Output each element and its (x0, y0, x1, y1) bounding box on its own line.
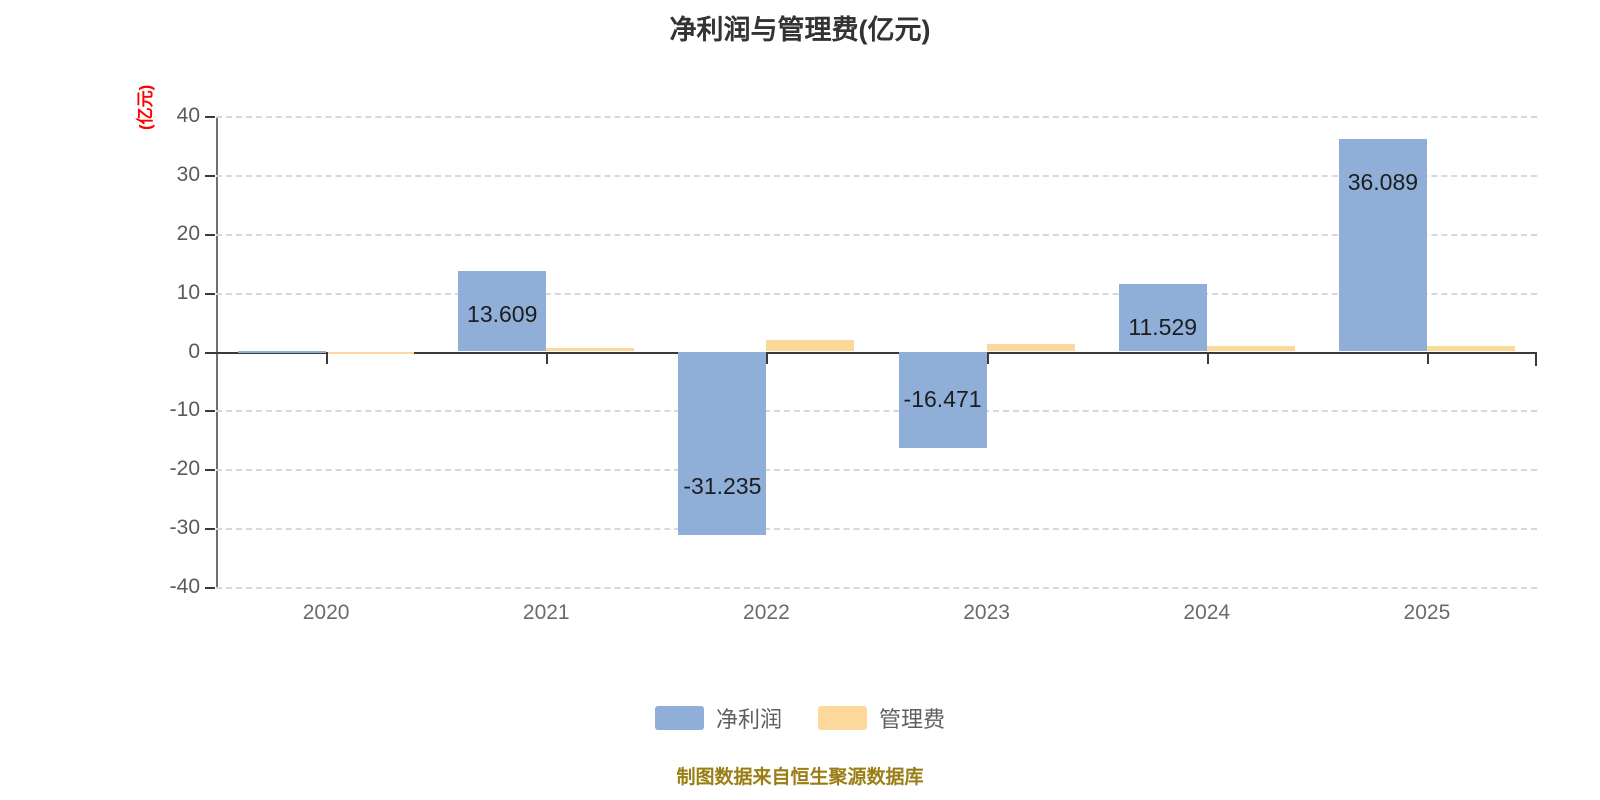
gridline (216, 292, 1537, 295)
y-axis-tick-label: 0 (188, 339, 200, 363)
bar-净利润-2024[interactable] (1118, 283, 1207, 352)
gridline (216, 233, 1537, 236)
legend-item-净利润[interactable]: 净利润 (654, 702, 782, 734)
x-axis-label-2021: 2021 (522, 601, 570, 624)
chart-legend: 净利润 管理费 (0, 702, 1600, 734)
right-baseline-tick (1535, 351, 1537, 366)
y-axis-tick-mark (205, 233, 215, 236)
y-axis-tick-mark (205, 410, 215, 413)
bar-value-label: 11.529 (1128, 313, 1198, 340)
y-axis-tick-label: 40 (176, 104, 200, 127)
legend-label: 净利润 (715, 707, 782, 732)
bar-管理费-2021[interactable] (546, 348, 635, 352)
plot-area: 40 30 20 10 0 -10 -20 -30 -40 2020 2021 2022 2023 20… (170, 104, 1537, 624)
bar-管理费-2022[interactable] (766, 340, 855, 352)
bar-value-label: 13.609 (467, 301, 538, 328)
x-axis-label-2020: 2020 (302, 601, 350, 624)
y-axis-tick-label: -20 (169, 457, 200, 481)
x-axis-tick-mark (1426, 351, 1429, 364)
bar-管理费-2023[interactable] (986, 344, 1075, 352)
x-axis-tick-mark (986, 351, 989, 364)
bar-净利润-2022[interactable] (678, 351, 767, 536)
y-axis-tick-label: -30 (169, 516, 200, 540)
x-axis-label-2023: 2023 (963, 601, 1010, 624)
bar-value-label: 36.089 (1347, 169, 1419, 196)
bar-净利润-2025[interactable] (1338, 139, 1427, 352)
y-axis-tick-label: -10 (169, 398, 200, 422)
x-axis-label-2022: 2022 (743, 601, 790, 624)
gridline (216, 528, 1537, 531)
y-axis-tick-label: 20 (176, 221, 200, 245)
legend-label: 管理费 (879, 707, 946, 732)
chart-title: 净利润与管理费(亿元) (669, 15, 931, 45)
bar-净利润-2021[interactable] (458, 271, 547, 352)
bar-管理费-2024[interactable] (1206, 345, 1295, 352)
x-axis-tick-mark (1206, 351, 1209, 364)
y-axis-unit-label: (亿元) (136, 84, 155, 130)
bar-value-label: -16.471 (903, 386, 982, 413)
x-axis-tick-mark (766, 351, 769, 364)
y-axis-tick-mark (205, 528, 215, 531)
y-axis-tick-mark (205, 292, 215, 295)
bar-管理费-2020[interactable] (326, 351, 415, 354)
y-axis-tick-mark (205, 116, 215, 118)
gridline (216, 587, 1537, 589)
x-axis-label-2024: 2024 (1183, 601, 1231, 624)
bar-管理费-2025[interactable] (1426, 345, 1515, 352)
y-axis-tick-mark (205, 587, 215, 589)
y-axis-tick-mark (205, 351, 215, 354)
y-axis-tick-label: -40 (169, 575, 200, 598)
bar-value-label: -31.235 (683, 473, 762, 500)
gridline (216, 116, 1537, 118)
y-axis-tick-label: 10 (176, 280, 200, 304)
y-axis-tick-mark (205, 174, 215, 177)
bar-净利润-2020[interactable] (238, 351, 327, 354)
legend-swatch (818, 706, 867, 730)
gridline (216, 469, 1537, 472)
y-axis-tick-mark (205, 469, 215, 472)
gridline (216, 174, 1537, 177)
legend-item-管理费[interactable]: 管理费 (818, 702, 945, 734)
bar-净利润-2023[interactable] (898, 351, 987, 449)
gridline (216, 410, 1537, 413)
zero-baseline (213, 351, 1537, 354)
y-axis-tick-label: 30 (176, 162, 200, 186)
x-axis-label-2025: 2025 (1403, 601, 1451, 624)
x-axis-tick-mark (546, 351, 549, 364)
legend-swatch (654, 706, 704, 730)
footer-note: 制图数据来自恒生聚源数据库 (676, 767, 924, 788)
x-axis-tick-mark (326, 351, 329, 364)
